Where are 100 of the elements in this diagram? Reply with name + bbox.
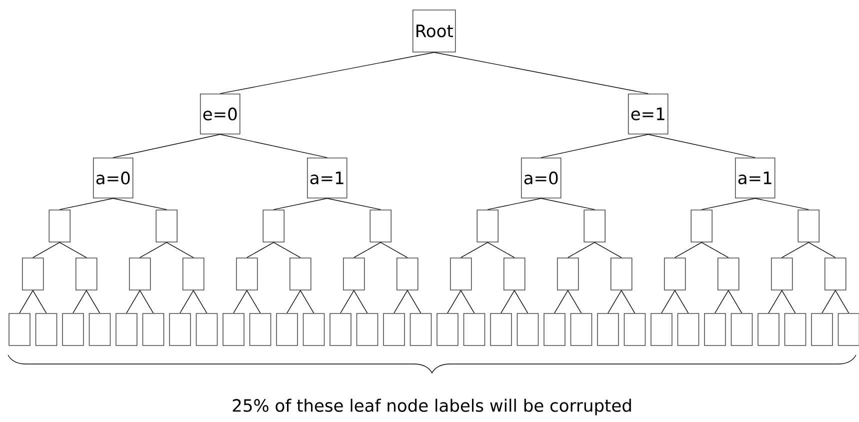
leaf-node-box xyxy=(730,313,753,346)
tree-node-box xyxy=(610,258,632,290)
tree-edge xyxy=(554,290,568,314)
tree-edge xyxy=(754,198,809,210)
tree-node-box: a=0 xyxy=(520,158,562,198)
leaf-node-box xyxy=(116,313,138,346)
tree-node-box xyxy=(584,210,606,242)
leaf-node-box xyxy=(62,313,84,346)
tree-node-box xyxy=(342,258,365,290)
tree-edge xyxy=(72,290,87,314)
tree-edge xyxy=(674,242,702,258)
leaf-node-box xyxy=(544,313,566,346)
tree-edge xyxy=(568,242,595,258)
tree-node-box xyxy=(262,210,285,242)
tree-node-box xyxy=(798,210,820,242)
tree-edge xyxy=(500,290,515,314)
tree-node-box xyxy=(236,258,258,290)
tree-node-box xyxy=(690,210,713,242)
tree-edge xyxy=(140,242,167,258)
tree-edge xyxy=(394,290,408,314)
tree-edge xyxy=(354,290,368,314)
tree-edge xyxy=(32,242,60,258)
leaf-node-box xyxy=(436,313,458,346)
leaf-node-box xyxy=(784,313,806,346)
tree-node-box xyxy=(128,258,151,290)
leaf-node-box xyxy=(624,313,646,346)
tree-edge xyxy=(808,242,836,258)
leaf-node-box xyxy=(811,313,833,346)
leaf-node-box xyxy=(838,313,859,346)
leaf-node-box xyxy=(276,313,298,346)
tree-edge xyxy=(460,242,488,258)
tree-edge xyxy=(514,290,528,314)
tree-edge xyxy=(434,52,648,94)
leaf-node-box xyxy=(8,313,30,346)
tree-node-box xyxy=(370,210,392,242)
tree-edge xyxy=(273,242,301,258)
tree-edge xyxy=(340,290,354,314)
tree-node-box: e=1 xyxy=(628,94,668,134)
tree-edge xyxy=(112,134,220,158)
leaf-node-box xyxy=(142,313,164,346)
tree-edge xyxy=(126,290,140,314)
leaf-node-box xyxy=(704,313,726,346)
tree-edge xyxy=(19,290,34,314)
tree-edge xyxy=(246,290,261,314)
leaf-node-box xyxy=(650,313,672,346)
caption-text: 25% of these leaf node labels will be corrupted xyxy=(232,398,631,416)
tree-edge xyxy=(166,242,194,258)
tree-edge xyxy=(300,290,314,314)
tree-edge xyxy=(487,242,515,258)
leaf-node-box xyxy=(222,313,244,346)
tree-edge xyxy=(594,242,622,258)
leaf-node-box xyxy=(196,313,218,346)
tree-edge xyxy=(180,290,194,314)
tree-node-box: a=1 xyxy=(734,158,776,198)
tree-edge xyxy=(112,198,167,210)
tree-node-box xyxy=(476,210,499,242)
tree-edge xyxy=(220,52,434,94)
tree-edge xyxy=(621,290,636,314)
tree-node-box xyxy=(503,258,526,290)
tree-node-box xyxy=(824,258,846,290)
leaf-node-box xyxy=(302,313,325,346)
tree-edge xyxy=(140,290,154,314)
tree-edge xyxy=(782,290,796,314)
tree-edge xyxy=(540,134,648,158)
tree-edge xyxy=(59,242,87,258)
leaf-node-box xyxy=(410,313,432,346)
tree-edge xyxy=(233,290,248,314)
tree-node-box xyxy=(450,258,472,290)
tree-edge xyxy=(674,290,689,314)
leaf-node-box xyxy=(35,313,58,346)
tree-edge xyxy=(86,290,100,314)
tree-node-box xyxy=(664,258,686,290)
tree-node-box xyxy=(156,210,178,242)
leaf-node-box xyxy=(169,313,191,346)
tree-edge xyxy=(648,134,756,158)
tree-edge xyxy=(701,242,729,258)
tree-edge xyxy=(782,242,809,258)
tree-edge xyxy=(460,290,475,314)
leaf-node-box xyxy=(490,313,512,346)
tree-edge xyxy=(661,290,676,314)
tree-node-box: e=0 xyxy=(200,94,240,134)
tree-edge xyxy=(286,290,301,314)
leaf-node-box xyxy=(249,313,272,346)
tree-node-box xyxy=(22,258,44,290)
tree-edge xyxy=(714,290,729,314)
leaf-node-box xyxy=(356,313,378,346)
leaf-node-box xyxy=(383,313,405,346)
tree-edge xyxy=(608,290,622,314)
tree-edge xyxy=(728,290,742,314)
tree-edge xyxy=(407,290,422,314)
tree-edge xyxy=(701,198,756,210)
tree-node-box xyxy=(770,258,793,290)
tree-edge xyxy=(768,290,782,314)
tree-node-box xyxy=(717,258,740,290)
tree-edge xyxy=(193,290,208,314)
leaf-node-box xyxy=(570,313,592,346)
tree-node-box xyxy=(290,258,312,290)
tree-node-box: a=0 xyxy=(93,158,134,198)
tree-edge xyxy=(59,198,114,210)
tree-edge xyxy=(568,290,582,314)
